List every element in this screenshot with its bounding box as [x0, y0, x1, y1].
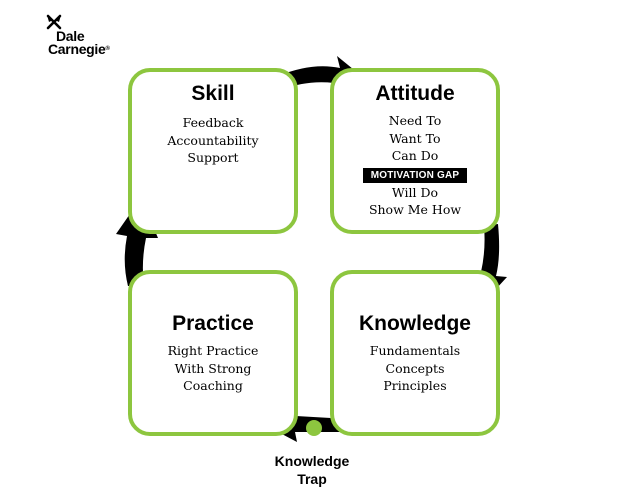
knowledge-trap-dot [306, 420, 322, 436]
quadrant-title-practice: Practice [172, 312, 254, 335]
knowledge-item: Concepts [385, 360, 445, 376]
knowledge-trap-label: Knowledge Trap [257, 452, 367, 488]
attitude-item: Show Me How [368, 202, 462, 217]
butterfly-mark-icon [46, 14, 62, 30]
skill-item: Feedback [182, 115, 244, 130]
attitude-item: Need To [388, 113, 442, 128]
quadrant-title-skill: Skill [191, 82, 235, 105]
quadrant-practice: Practice Right Practice With Strong Coac… [128, 270, 298, 436]
knowledge-item: Fundamentals [369, 343, 461, 358]
practice-item: Right Practice [167, 343, 259, 358]
logo-word-carnegie: Carnegie® [48, 41, 110, 57]
quadrant-knowledge: Knowledge Fundamentals Concepts Principl… [330, 270, 500, 436]
practice-item: With Strong [174, 360, 252, 376]
attitude-item: Can Do [391, 148, 439, 163]
quadrant-items-skill: Feedback Accountability Support [132, 114, 294, 167]
logo-carnegie-text: Carnegie [48, 41, 106, 57]
knowledge-trap-line1: Knowledge [274, 453, 350, 469]
motivation-gap-label: MOTIVATION GAP [362, 167, 468, 183]
quadrant-items-practice: Right Practice With Strong Coaching [132, 342, 294, 395]
practice-item: Coaching [183, 378, 243, 393]
logo-word-dale: Dale [56, 28, 85, 44]
knowledge-trap-line2: Trap [297, 471, 327, 487]
attitude-item: Will Do [391, 184, 439, 200]
quadrant-attitude: Attitude Need To Want To Can Do MOTIVATI… [330, 68, 500, 234]
skill-item: Accountability [167, 132, 259, 148]
knowledge-item: Principles [383, 378, 447, 393]
quadrant-title-attitude: Attitude [375, 82, 455, 105]
logo-registered-mark: ® [105, 46, 110, 52]
quadrant-title-knowledge: Knowledge [358, 312, 471, 335]
quadrant-items-knowledge: Fundamentals Concepts Principles [334, 342, 496, 395]
attitude-item: Want To [389, 130, 441, 146]
skill-item: Support [187, 150, 239, 165]
quadrant-skill: Skill Feedback Accountability Support [128, 68, 298, 234]
quadrant-items-attitude: Need To Want To Can Do MOTIVATION GAP Wi… [334, 112, 496, 219]
